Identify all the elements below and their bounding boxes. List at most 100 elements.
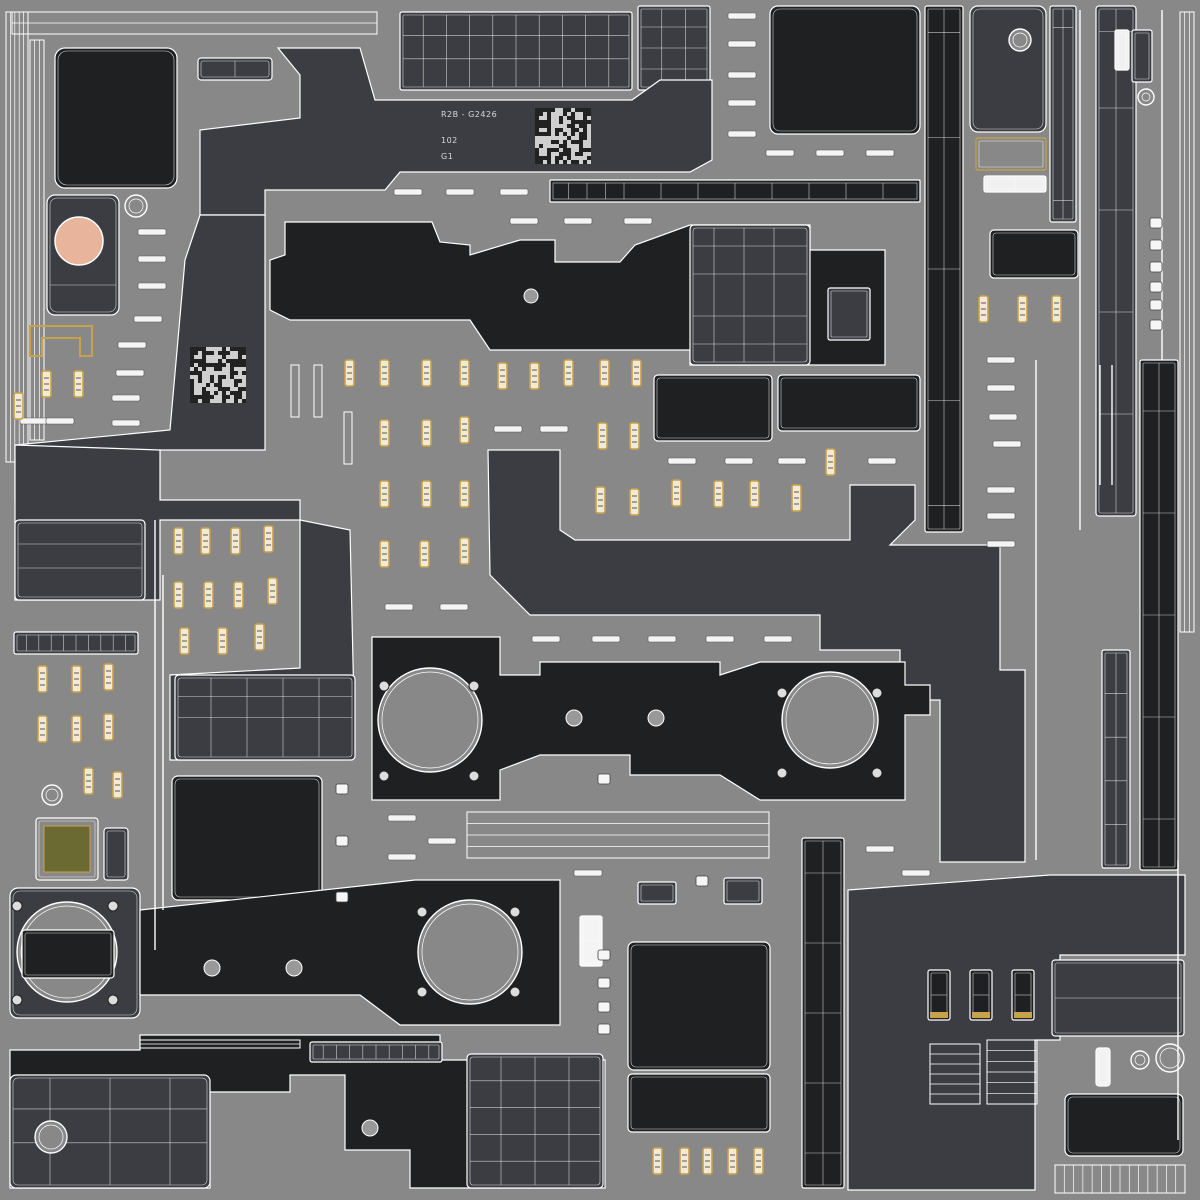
bottom-right-vent — [1054, 1164, 1186, 1194]
bottom-gold-pin-4 — [753, 1147, 764, 1175]
pad-10 — [499, 188, 529, 196]
bottom-bracket-2-body — [723, 877, 763, 905]
right-small-bolt — [1137, 88, 1155, 106]
qr-module — [535, 120, 539, 124]
pad-16 — [137, 282, 167, 290]
qr-module — [579, 144, 583, 148]
qr-module — [543, 120, 547, 124]
gold-pin-18 — [629, 488, 640, 516]
qr-module — [234, 391, 238, 395]
qr-module — [535, 152, 539, 156]
gold-pin-33 — [233, 581, 244, 609]
qr-module — [583, 128, 587, 132]
pad-32 — [647, 635, 677, 643]
gold-pin-1 — [379, 359, 390, 387]
gold-bracket-top-left — [29, 325, 93, 357]
qr-module — [555, 148, 559, 152]
qr-module — [190, 383, 194, 387]
qr-module — [206, 363, 210, 367]
bottom-gold-pin-2 — [702, 1147, 713, 1175]
qr-module — [535, 124, 539, 128]
qr-module — [583, 120, 587, 124]
right-small-bolt-outer — [1137, 88, 1155, 106]
tiny-chip-14 — [1149, 319, 1163, 331]
pad-37 — [988, 413, 1018, 421]
qr-module — [218, 379, 222, 383]
gold-pin-38 — [37, 665, 48, 693]
qr-module — [206, 383, 210, 387]
bottom-right-box — [1051, 959, 1185, 1037]
tiny-chip-5 — [597, 949, 611, 961]
bottom-bracket-1 — [637, 881, 677, 905]
qr-module — [587, 108, 591, 112]
tiny-chip-8 — [597, 1023, 611, 1035]
gold-pin-22 — [791, 484, 802, 512]
pad-29 — [439, 603, 469, 611]
qr-module — [583, 112, 587, 116]
lens-right-middle-outer — [781, 671, 879, 769]
qr-module — [559, 120, 563, 124]
qr-module — [214, 363, 218, 367]
qr-module — [190, 371, 194, 375]
qr-module — [583, 108, 587, 112]
left-connector-bar — [13, 631, 139, 655]
pad-7 — [865, 149, 895, 157]
qr-module — [230, 347, 234, 351]
left-middle-box — [14, 519, 146, 601]
qr-module — [238, 363, 242, 367]
bottom-centre-small-panel-inner — [630, 1076, 768, 1130]
qr-module — [563, 132, 567, 136]
qr-module — [242, 351, 246, 355]
lens-bolt-0 — [378, 680, 390, 692]
qr-module — [559, 116, 563, 120]
gold-connector-top-right-inner — [978, 140, 1044, 168]
qr-module — [547, 108, 551, 112]
pad-36 — [986, 384, 1016, 392]
bottom-gold-pin-0 — [652, 1147, 663, 1175]
tiny-chip-3 — [335, 891, 349, 903]
qr-module — [242, 359, 246, 363]
qr-module — [583, 116, 587, 120]
qr-module — [218, 387, 222, 391]
qr-module — [563, 148, 567, 152]
qr-module — [539, 156, 543, 160]
pad-46 — [865, 845, 895, 853]
gold-pin-27 — [173, 527, 184, 555]
right-slot-1-body — [1114, 29, 1130, 71]
qr-module — [539, 124, 543, 128]
qr-module — [238, 347, 242, 351]
tiny-chip-10 — [1149, 239, 1163, 251]
battery-cell-0 — [927, 969, 951, 1021]
screen-bottom-right-body — [1064, 1093, 1184, 1157]
tiny-chip-11 — [1149, 261, 1163, 273]
right-vertical-4 — [1101, 649, 1131, 869]
qr-module — [194, 347, 198, 351]
tiny-chip-13 — [1149, 299, 1163, 311]
gold-pin-39 — [71, 665, 82, 693]
qr-module — [234, 383, 238, 387]
qr-module — [551, 140, 555, 144]
qr-module — [194, 359, 198, 363]
gold-pin-41 — [37, 715, 48, 743]
mid-dark-panel-1 — [653, 374, 773, 442]
gold-pin-34 — [267, 577, 278, 605]
qr-module — [202, 391, 206, 395]
qr-module — [198, 371, 202, 375]
right-small-screen-inner — [992, 232, 1076, 276]
qr-module — [575, 160, 579, 164]
tiny-chip-4 — [695, 875, 709, 887]
lens-left-middle-outer — [377, 667, 483, 773]
lower-left-bolt-3 — [107, 994, 119, 1006]
small-ring-top-left — [124, 194, 148, 218]
qr-module — [575, 140, 579, 144]
bottom-bracket-1-body — [637, 881, 677, 905]
qr-module — [234, 347, 238, 351]
qr-module — [571, 160, 575, 164]
qr-module — [571, 112, 575, 116]
pad-27 — [867, 457, 897, 465]
lens-right-middle-inner — [785, 675, 875, 765]
qr-module — [579, 152, 583, 156]
qr-module — [230, 391, 234, 395]
qr-module — [587, 148, 591, 152]
qr-module — [226, 387, 230, 391]
